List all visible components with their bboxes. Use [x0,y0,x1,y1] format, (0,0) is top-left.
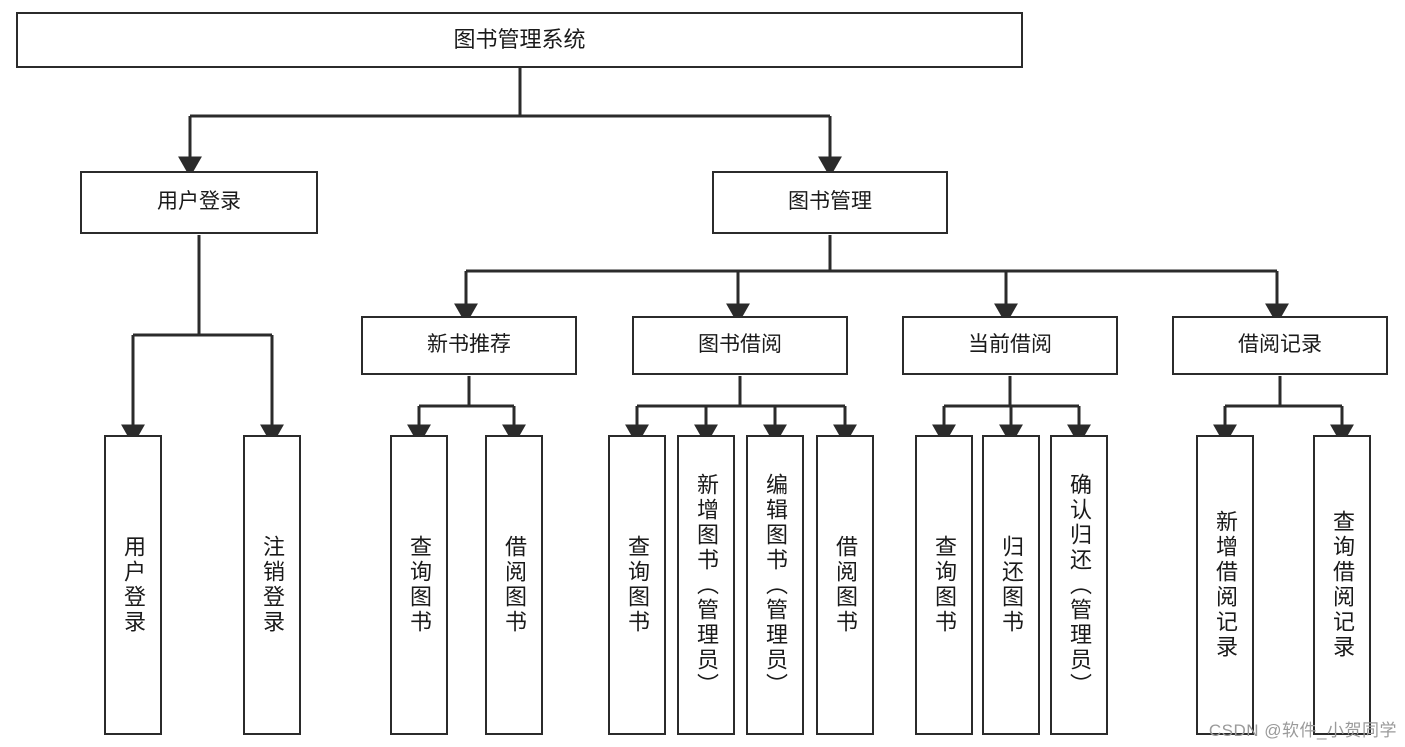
node-label: 新增图书（管理员） [694,472,719,698]
watermark-text: CSDN @软件_小贺同学 [1208,721,1397,740]
node-user-login[interactable]: 用户登录 [80,171,318,234]
node-leaf-borrow-book-1[interactable]: 借阅图书 [485,435,543,735]
node-book-manage[interactable]: 图书管理 [712,171,948,234]
node-leaf-add-book[interactable]: 新增图书（管理员） [677,435,735,735]
node-leaf-confirm-return[interactable]: 确认归还（管理员） [1050,435,1108,735]
node-current-borrow[interactable]: 当前借阅 [902,316,1118,375]
node-label: 图书管理 [788,190,872,214]
node-leaf-return-book[interactable]: 归还图书 [982,435,1040,735]
node-leaf-query-record[interactable]: 查询借阅记录 [1313,435,1371,735]
node-leaf-user-logout[interactable]: 注销登录 [243,435,301,735]
node-borrow-record[interactable]: 借阅记录 [1172,316,1388,375]
node-label: 借阅图书 [833,535,858,635]
node-label: 借阅记录 [1238,333,1322,357]
node-label: 查询图书 [625,535,650,635]
node-label: 借阅图书 [502,535,527,635]
node-label: 新书推荐 [427,333,511,357]
node-root-system[interactable]: 图书管理系统 [16,12,1023,68]
node-label: 查询图书 [407,535,432,635]
node-leaf-borrow-book-2[interactable]: 借阅图书 [816,435,874,735]
node-leaf-query-book-2[interactable]: 查询图书 [608,435,666,735]
node-leaf-user-login[interactable]: 用户登录 [104,435,162,735]
node-new-book-recommend[interactable]: 新书推荐 [361,316,577,375]
node-label: 当前借阅 [968,333,1052,357]
node-leaf-query-book-1[interactable]: 查询图书 [390,435,448,735]
node-label: 用户登录 [121,535,146,635]
node-leaf-add-record[interactable]: 新增借阅记录 [1196,435,1254,735]
node-label: 编辑图书（管理员） [763,472,788,698]
node-label: 归还图书 [999,535,1024,635]
node-label: 图书管理系统 [453,27,586,53]
node-leaf-query-book-3[interactable]: 查询图书 [915,435,973,735]
node-label: 注销登录 [260,535,285,635]
node-label: 新增借阅记录 [1213,510,1238,660]
node-book-borrow[interactable]: 图书借阅 [632,316,848,375]
node-label: 图书借阅 [698,333,782,357]
node-label: 确认归还（管理员） [1067,472,1092,698]
node-label: 查询图书 [932,535,957,635]
node-label: 查询借阅记录 [1330,510,1355,660]
node-leaf-edit-book[interactable]: 编辑图书（管理员） [746,435,804,735]
node-label: 用户登录 [157,190,241,214]
